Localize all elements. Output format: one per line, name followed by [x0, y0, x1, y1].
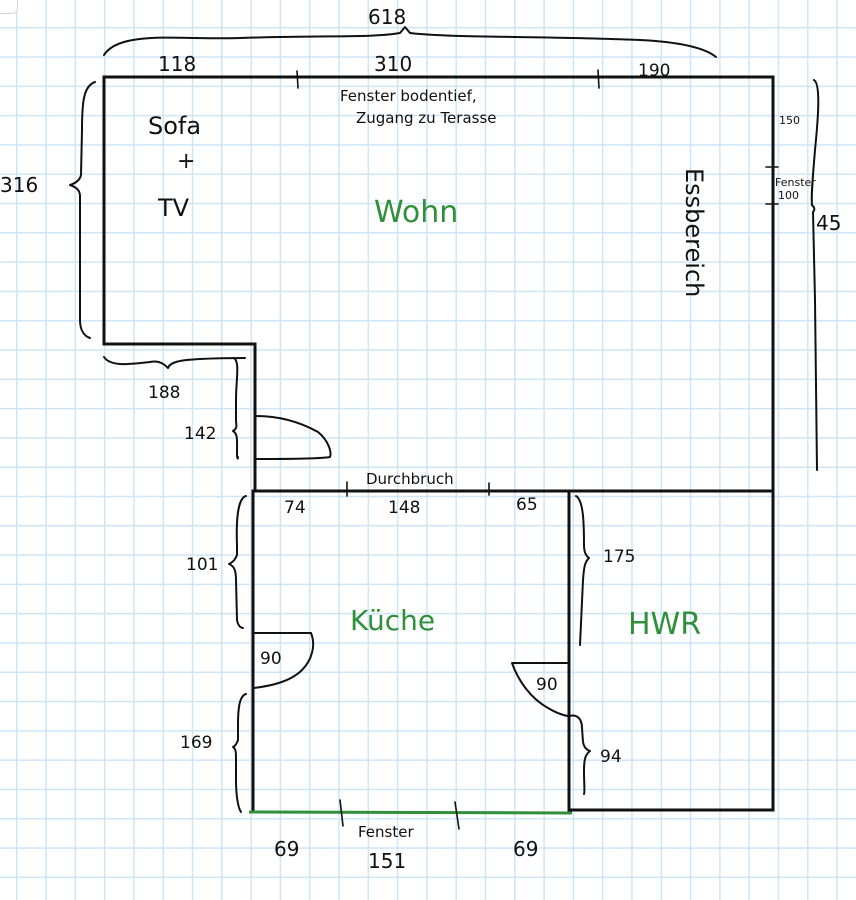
- step-height-brace: [232, 357, 239, 460]
- kitchen-left-upper-brace: [228, 495, 247, 629]
- top-wall-tick-1: [296, 70, 299, 89]
- bottom-window-wall: [248, 810, 573, 815]
- kitchen-left-door-swing: [253, 632, 315, 689]
- room-label-essbereich: Essbereich: [680, 168, 708, 297]
- bottom-window-dim: 151: [368, 849, 406, 873]
- hwr-lower-brace: [569, 714, 591, 795]
- top-right-dim: 190: [638, 61, 670, 81]
- room-label-wohn: Wohn: [374, 195, 458, 230]
- opening-middle-dim: 148: [388, 498, 420, 518]
- kitchen-right-door-swing: [511, 662, 570, 717]
- top-left-dim: 118: [158, 52, 196, 76]
- hwr-upper-brace: [575, 495, 590, 646]
- right-height-dim: 45: [816, 211, 841, 235]
- top-middle-dim: 310: [374, 52, 412, 76]
- kitchen-door-right-dim: 90: [536, 675, 558, 695]
- living-room-walls: [102, 75, 775, 493]
- top-window-note-line1: Fenster bodentief,: [340, 87, 477, 105]
- sofa-label: Sofa: [148, 112, 201, 140]
- right-upper-dim: 150: [779, 114, 800, 127]
- top-window-note-line2: Zugang zu Terasse: [356, 109, 497, 127]
- opening-left-dim: 74: [284, 498, 306, 518]
- hwr-upper-dim: 175: [603, 547, 635, 567]
- kitchen-left-lower-dim: 169: [180, 733, 212, 753]
- total-width-brace: [103, 26, 717, 58]
- kitchen-left-upper-dim: 101: [186, 555, 218, 575]
- tv-label: TV: [157, 194, 190, 222]
- right-window-dim: 100: [778, 189, 799, 202]
- canvas-corner-tab: [0, 0, 18, 14]
- sofa-plus-label: +: [177, 149, 195, 174]
- right-window-note: Fenster: [775, 176, 816, 189]
- top-wall-tick-2: [597, 69, 600, 89]
- bottom-right-dim: 69: [513, 837, 538, 861]
- room-label-hwr: HWR: [628, 607, 701, 642]
- bottom-window-tick-1: [339, 799, 344, 827]
- left-height-dim: 316: [0, 173, 38, 197]
- room-label-kueche: Küche: [350, 604, 435, 637]
- hwr-lower-dim: 94: [600, 747, 622, 767]
- kitchen-left-lower-brace: [232, 693, 247, 813]
- bottom-window-note: Fenster: [358, 823, 414, 841]
- kitchen-door-left-dim: 90: [260, 649, 282, 669]
- living-door-swing: [255, 415, 332, 460]
- step-width-dim: 188: [148, 383, 180, 403]
- right-height-brace: [810, 79, 820, 471]
- left-height-brace: [69, 81, 96, 339]
- opening-note: Durchbruch: [366, 470, 454, 488]
- bottom-window-tick-2: [454, 801, 460, 830]
- total-width-label: 618: [368, 5, 406, 29]
- kitchen-walls: [251, 489, 775, 812]
- step-height-dim: 142: [184, 424, 216, 444]
- opening-right-dim: 65: [516, 495, 538, 515]
- bottom-left-dim: 69: [274, 837, 299, 861]
- step-width-brace: [103, 356, 246, 369]
